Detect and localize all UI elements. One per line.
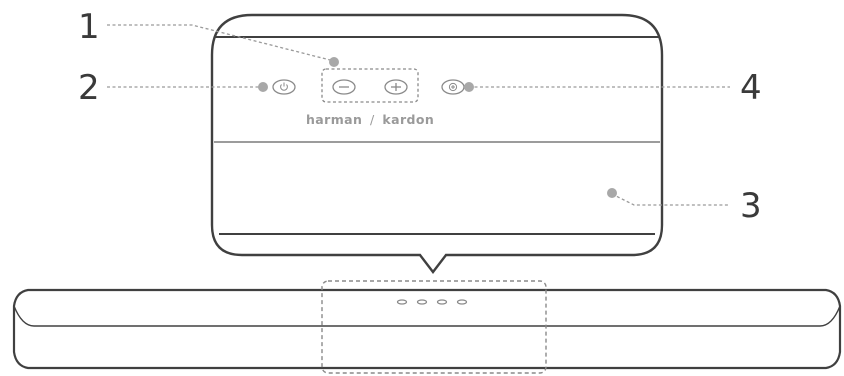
brand-logo: harman / kardon: [306, 112, 434, 127]
zoom-bubble: [210, 13, 664, 274]
volume-up-button: [384, 79, 408, 95]
callout-number-4: 4: [740, 68, 762, 108]
callout-dot-1: [329, 57, 339, 67]
indicator-dot: [396, 299, 408, 305]
callout-line-1: [107, 24, 335, 62]
callout-line-3: [611, 193, 730, 206]
power-button: [272, 79, 296, 95]
indicator-dot: [456, 299, 468, 305]
soundbar-right-bevel: [819, 305, 841, 327]
soundbar-left-bevel: [13, 305, 35, 327]
plus-icon: [391, 83, 401, 91]
callout-number-3: 3: [740, 186, 762, 226]
soundbar-indicator-dots: [396, 299, 468, 305]
soundbar: [12, 288, 842, 370]
volume-down-button: [332, 79, 356, 95]
callout-number-2: 2: [78, 68, 100, 108]
panel-lines: [214, 36, 660, 235]
callout-number-1: 1: [78, 7, 100, 47]
brand-left: harman: [306, 112, 362, 127]
brand-slash: /: [370, 112, 375, 127]
callout-dot-2: [258, 82, 268, 92]
power-icon: [280, 82, 288, 91]
source-button: [441, 79, 465, 95]
volume-group-box: [321, 68, 419, 103]
callout-lines: [107, 24, 730, 206]
source-icon: [448, 82, 458, 92]
zoom-region: [321, 280, 547, 374]
callout-dot-3: [607, 188, 617, 198]
indicator-dot: [416, 299, 428, 305]
brand-right: kardon: [382, 112, 434, 127]
power-button-outline: [272, 79, 296, 95]
callout-dot-4: [464, 82, 474, 92]
soundbar-body: [12, 288, 842, 370]
indicator-dot: [436, 299, 448, 305]
callout-dots: [258, 57, 617, 198]
